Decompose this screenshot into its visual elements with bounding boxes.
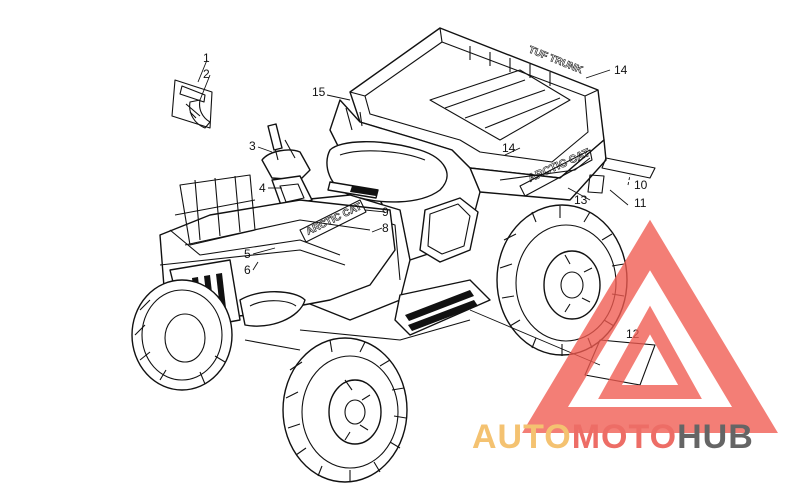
front-left-wheel [131,279,233,391]
front-rack [159,174,346,266]
callout-1: 1 [203,51,210,65]
decal-warning-1-2 [171,79,213,129]
decal-10 [601,157,656,179]
callout-4: 4 [259,181,266,195]
callout-14-lower: 14 [502,141,516,155]
callout-13: 13 [574,193,588,207]
watermark-hub: HUB [677,418,754,456]
watermark-auto: AUTO [472,418,572,456]
decal-11 [587,174,605,194]
callout-2: 2 [203,67,210,81]
leader-lines [197,59,631,366]
callout-9: 9 [382,205,389,219]
cargo-box: ARCTIC CAT TUF TRUNK [349,27,607,201]
callout-8: 8 [382,221,389,235]
callout-11: 11 [634,196,647,210]
watermark-text: AUTOMOTOHUB [472,418,754,456]
front-right-wheel [282,337,408,483]
triangle-logo-icon [522,219,778,433]
atv-drawing: ARCTIC CAT TUF TRUNK [131,27,628,483]
callout-6: 6 [244,263,251,277]
callout-15: 15 [312,85,326,99]
watermark: AUTOMOTOHUB [472,219,778,456]
callout-10: 10 [634,178,648,192]
callout-5: 5 [244,247,251,261]
callout-14-upper: 14 [614,63,628,77]
watermark-moto: MOTO [572,418,677,456]
callout-3: 3 [249,139,256,153]
